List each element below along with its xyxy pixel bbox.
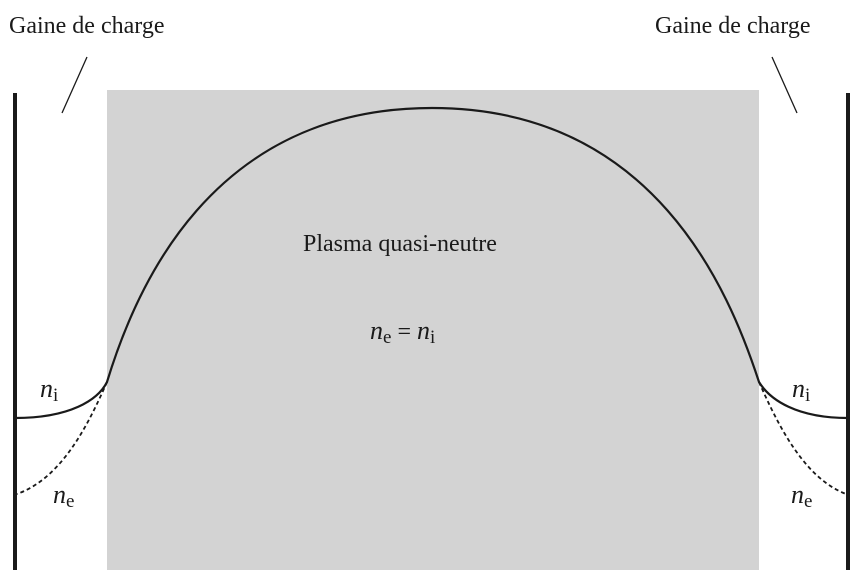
equation-sign: = <box>397 319 411 345</box>
equation-rhs-var: n <box>416 316 430 345</box>
left-ion-var: n <box>40 374 53 403</box>
equation-rhs-sub: i <box>429 327 436 348</box>
equation-lhs-sub: e <box>383 327 392 348</box>
right-electron-density-label: ne <box>791 480 812 512</box>
left-sheath-leader <box>61 56 88 114</box>
left-electron-sub: e <box>66 491 75 512</box>
equation-lhs-var: n <box>370 316 383 345</box>
right-electron-var: n <box>791 480 804 509</box>
right-electron-sub: e <box>804 491 813 512</box>
plasma-label: Plasma quasi-neutre <box>303 231 497 257</box>
right-ion-var: n <box>792 374 805 403</box>
left-ion-density-label: ni <box>40 374 58 406</box>
left-electron-density-label: ne <box>53 480 74 512</box>
right-ion-sub: i <box>805 385 811 406</box>
left-electron-var: n <box>53 480 66 509</box>
plasma-region <box>107 90 759 570</box>
left-sheath-label: Gaine de charge <box>9 13 165 39</box>
right-sheath-leader <box>771 56 798 114</box>
electron-density-right-dashed <box>758 381 847 495</box>
right-sheath-label: Gaine de charge <box>655 13 811 39</box>
quasi-neutrality-equation: ne=ni <box>370 316 435 348</box>
right-ion-density-label: ni <box>792 374 810 406</box>
left-ion-sub: i <box>53 385 59 406</box>
electron-density-left-dashed <box>16 381 108 495</box>
